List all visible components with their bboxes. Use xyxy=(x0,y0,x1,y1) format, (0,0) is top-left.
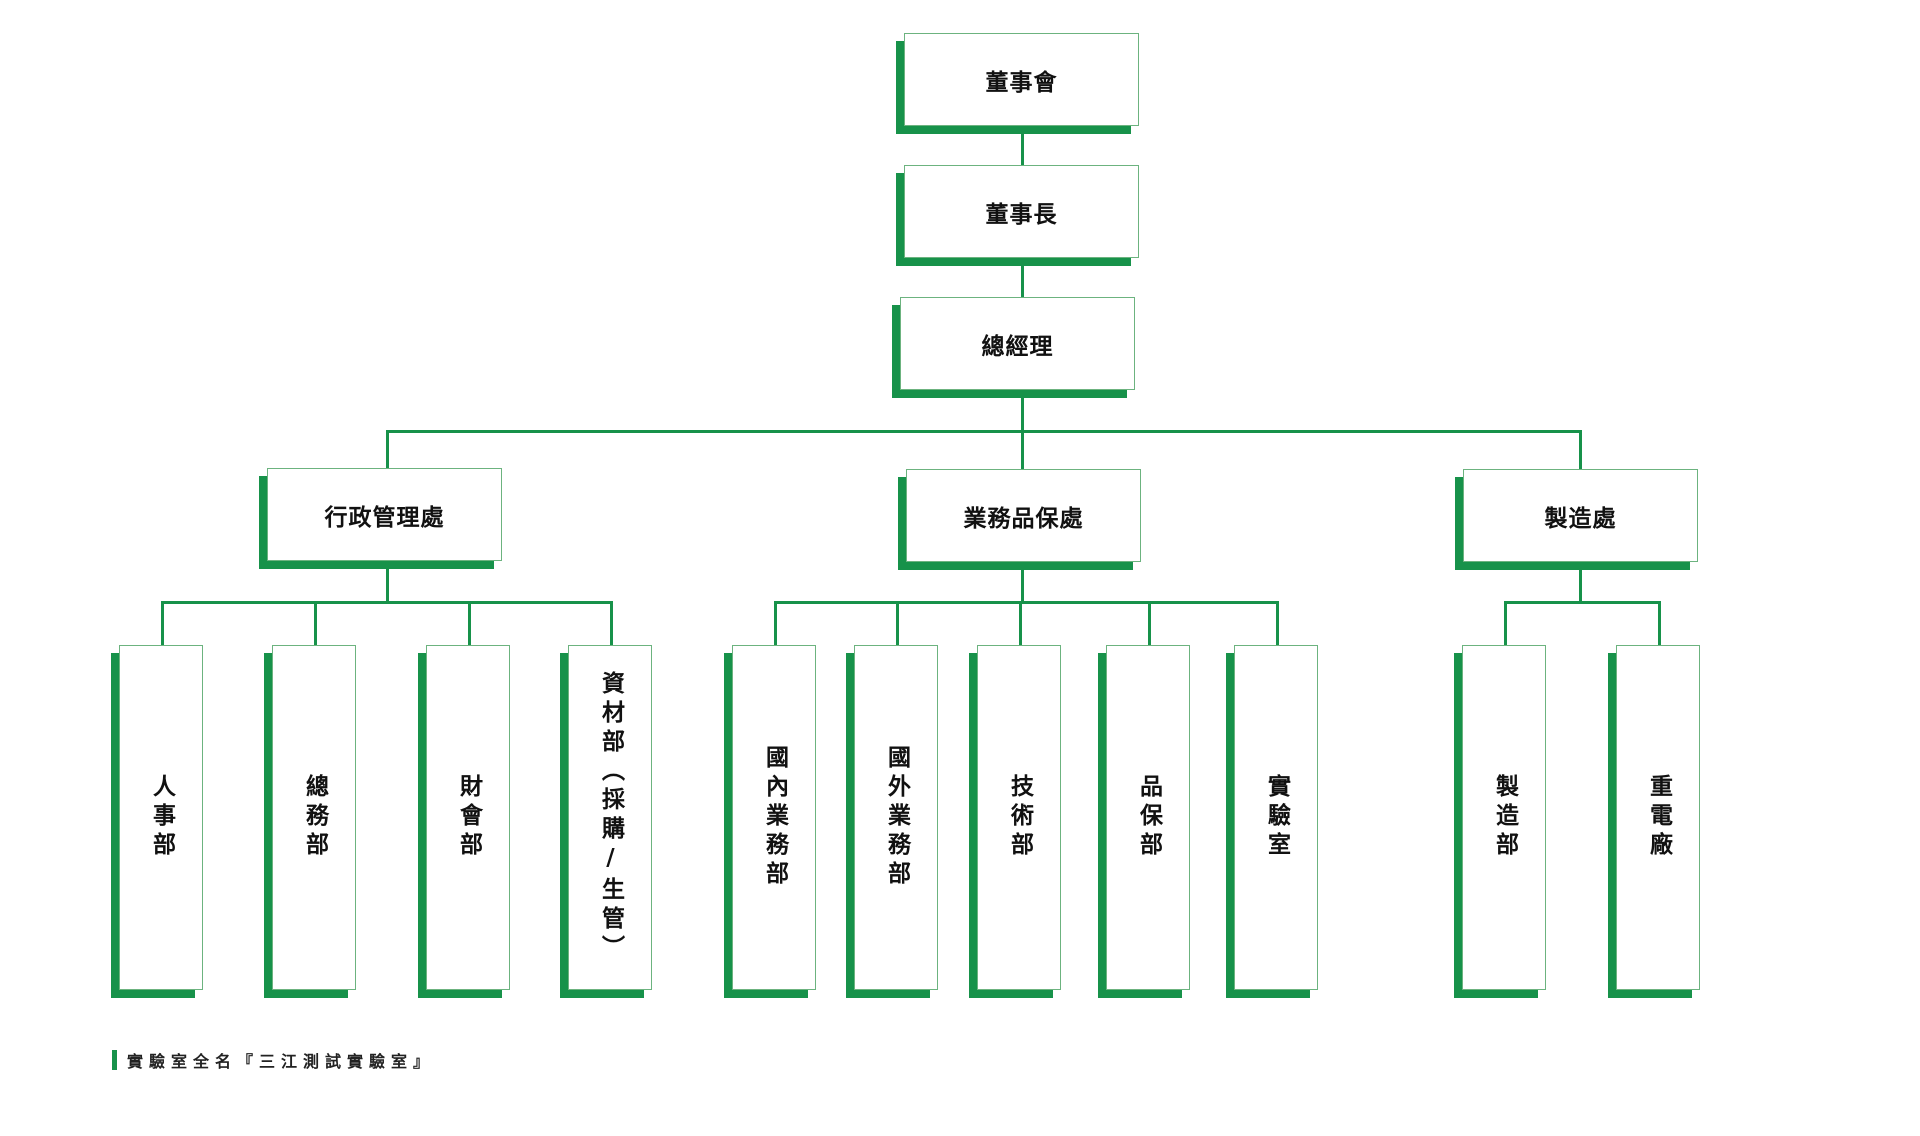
node-label: 技術部 xyxy=(1006,774,1033,861)
connector-line xyxy=(1276,601,1279,646)
node-label: 總務部 xyxy=(301,774,328,861)
connector-line xyxy=(1148,601,1151,646)
connector-line xyxy=(896,601,899,646)
node-label: 國內業務部 xyxy=(761,745,788,890)
division-sales-qa: 業務品保處 xyxy=(906,469,1141,562)
node-label: 董事長 xyxy=(985,201,1058,228)
node-label: 董事會 xyxy=(985,69,1058,96)
footnote: 實驗室全名『三江測試實驗室』 xyxy=(112,1048,435,1072)
department-node: 國外業務部 xyxy=(854,645,938,990)
footnote-marker xyxy=(112,1050,117,1070)
connector-line xyxy=(1504,601,1507,646)
node-label: 重電廠 xyxy=(1645,774,1672,861)
node-label: 品保部 xyxy=(1135,774,1162,861)
connector-line xyxy=(610,601,613,646)
connector-line xyxy=(1579,430,1582,470)
connector-line xyxy=(774,601,1279,604)
department-node: 技術部 xyxy=(977,645,1061,990)
connector-line xyxy=(468,601,471,646)
department-node: 資材部（採購/生管） xyxy=(568,645,652,990)
connector-line xyxy=(774,601,777,646)
node-label: 行政管理處 xyxy=(324,504,445,531)
node-label: 財會部 xyxy=(455,774,482,861)
node-board: 董事會 xyxy=(904,33,1139,126)
connector-line xyxy=(1021,126,1024,166)
footnote-text: 實驗室全名『三江測試實驗室』 xyxy=(127,1052,436,1071)
connector-line xyxy=(1579,561,1582,603)
connector-line xyxy=(1658,601,1661,646)
node-label: 製造部 xyxy=(1491,774,1518,861)
node-label: 國外業務部 xyxy=(883,745,910,890)
node-label: 人事部 xyxy=(148,774,175,861)
department-node: 重電廠 xyxy=(1616,645,1700,990)
node-chairman: 董事長 xyxy=(904,165,1139,258)
connector-line xyxy=(1021,561,1024,603)
department-node: 財會部 xyxy=(426,645,510,990)
connector-line xyxy=(1021,258,1024,298)
connector-line xyxy=(1019,601,1022,646)
department-node: 品保部 xyxy=(1106,645,1190,990)
node-label: 資材部（採購/生管） xyxy=(597,671,624,964)
connector-line xyxy=(1504,601,1661,604)
node-label: 業務品保處 xyxy=(963,505,1084,532)
division-admin: 行政管理處 xyxy=(267,468,502,561)
node-label: 總經理 xyxy=(981,333,1054,360)
node-label: 實驗室 xyxy=(1263,774,1290,861)
connector-line xyxy=(161,601,164,646)
division-manufacturing: 製造處 xyxy=(1463,469,1698,562)
department-node: 實驗室 xyxy=(1234,645,1318,990)
node-label: 製造處 xyxy=(1544,505,1617,532)
connector-line xyxy=(386,430,389,470)
connector-line xyxy=(1021,430,1024,470)
department-node: 國內業務部 xyxy=(732,645,816,990)
connector-line xyxy=(386,561,389,603)
department-node: 人事部 xyxy=(119,645,203,990)
connector-line xyxy=(386,430,1582,433)
department-node: 製造部 xyxy=(1462,645,1546,990)
department-node: 總務部 xyxy=(272,645,356,990)
node-general-manager: 總經理 xyxy=(900,297,1135,390)
connector-line xyxy=(1021,390,1024,432)
connector-line xyxy=(314,601,317,646)
